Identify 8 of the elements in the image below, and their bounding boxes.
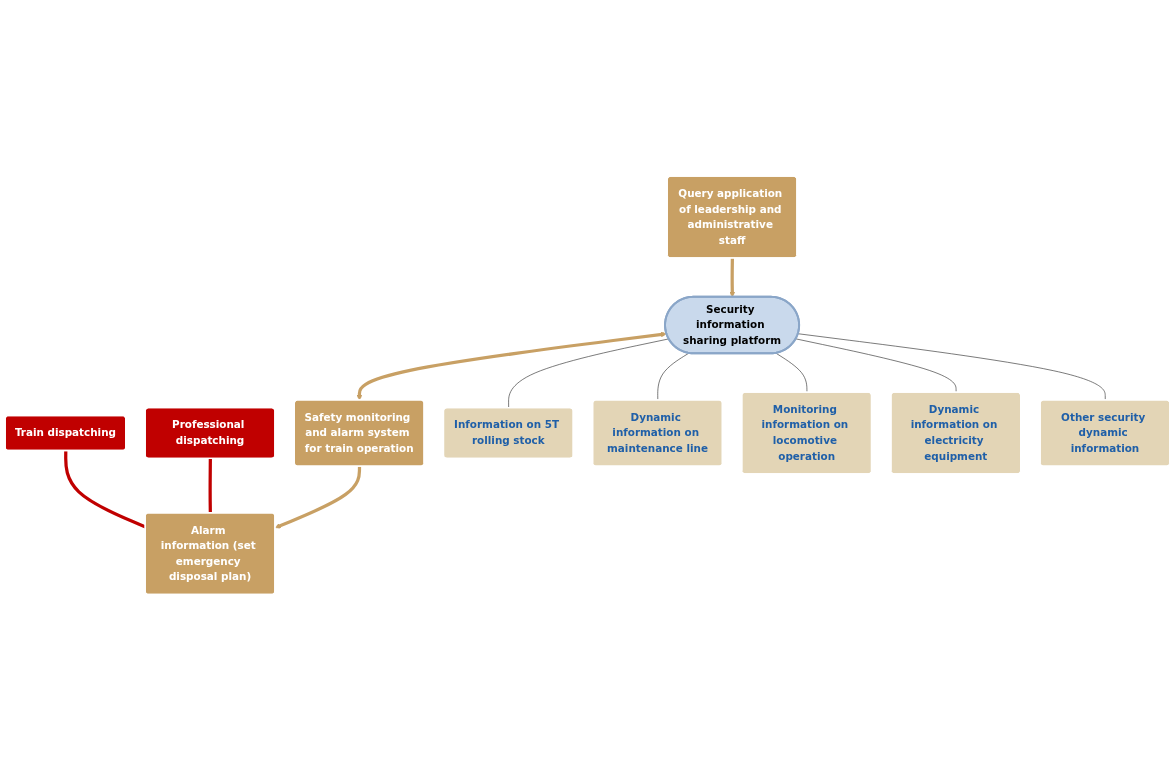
arrow (729, 257, 736, 298)
connector (775, 352, 808, 393)
arrow (274, 466, 362, 529)
connector (208, 458, 212, 513)
connector (795, 338, 957, 393)
connector (797, 333, 1106, 401)
arrow (356, 331, 667, 401)
connector (657, 352, 690, 401)
